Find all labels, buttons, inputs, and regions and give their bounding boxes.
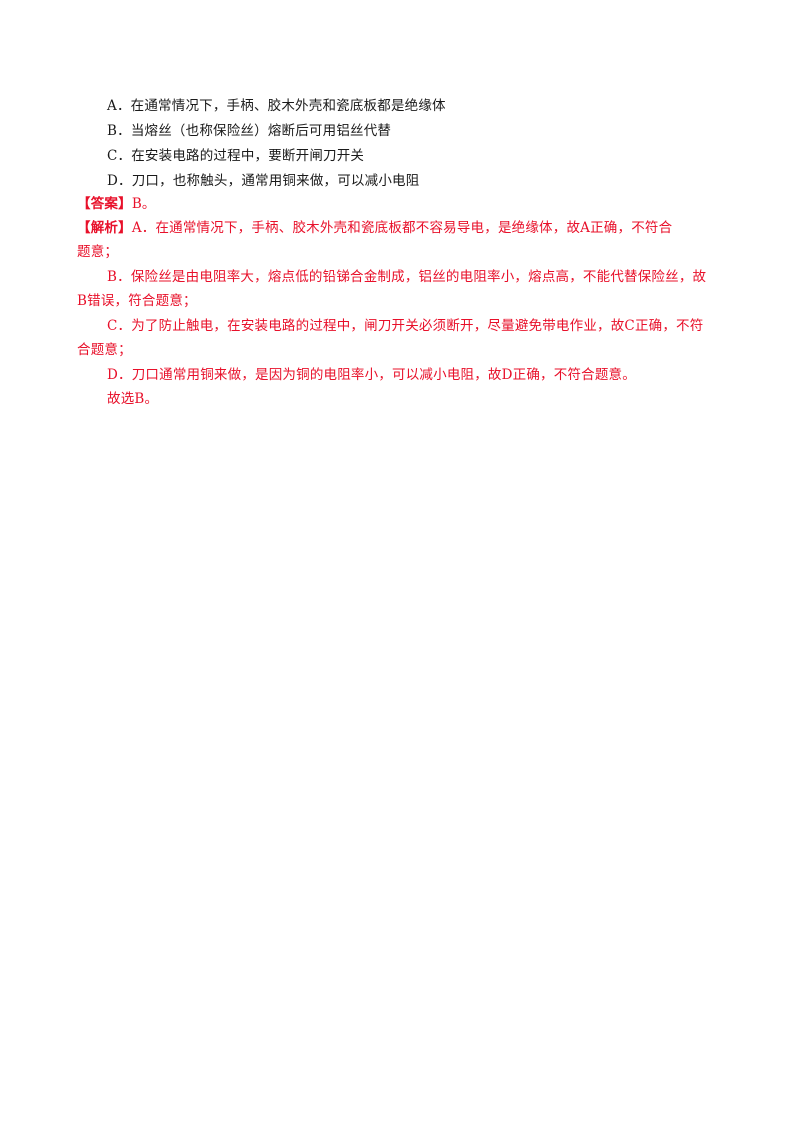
analysis-line-1: 【解析】A．在通常情况下，手柄、胶木外壳和瓷底板都不容易导电，是绝缘体，故A正确… bbox=[77, 219, 672, 237]
analysis-line-3: B．保险丝是由电阻率大，熔点低的铅锑合金制成，铝丝的电阻率小，熔点高，不能代替保… bbox=[107, 269, 707, 285]
analysis-line-8: 故选B。 bbox=[107, 391, 159, 407]
analysis-line-4: B错误，符合题意； bbox=[77, 293, 197, 309]
analysis-line-7: D．刀口通常用铜来做，是因为铜的电阻率小，可以减小电阻，故D正确，不符合题意。 bbox=[107, 367, 636, 383]
analysis-line-2: 题意； bbox=[77, 244, 119, 260]
option-c: C．在安装电路的过程中，要断开闸刀开关 bbox=[107, 148, 365, 164]
analysis-line-5: C．为了防止触电，在安装电路的过程中，闸刀开关必须断开，尽量避免带电作业，故C正… bbox=[107, 318, 704, 334]
analysis-text-1: A．在通常情况下，手柄、胶木外壳和瓷底板都不容易导电，是绝缘体，故A正确，不符合 bbox=[131, 220, 673, 236]
option-d: D．刀口，也称触头，通常用铜来做，可以减小电阻 bbox=[107, 173, 420, 189]
answer-tag: 【答案】 bbox=[77, 196, 132, 212]
option-b: B．当熔丝（也称保险丝）熔断后可用铝丝代替 bbox=[107, 123, 392, 139]
analysis-line-6: 合题意； bbox=[77, 342, 132, 358]
analysis-tag: 【解析】 bbox=[77, 220, 132, 236]
option-a: A．在通常情况下，手柄、胶木外壳和瓷底板都是绝缘体 bbox=[107, 98, 446, 114]
answer-line: 【答案】B。 bbox=[77, 195, 156, 213]
answer-text: B。 bbox=[131, 196, 156, 212]
